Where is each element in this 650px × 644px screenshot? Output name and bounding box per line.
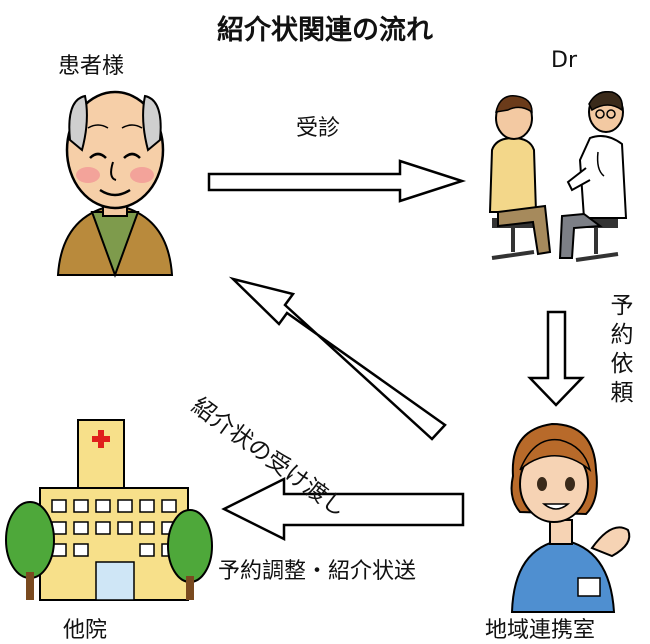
doctor-illustration: [488, 91, 628, 262]
edge-label-consultation: 受診: [296, 116, 341, 141]
node-label-patient: 患者様: [58, 54, 125, 79]
edge-label-scheduling: 予約調整・紹介状送: [218, 559, 417, 584]
arrow-letter-handover: [228, 276, 447, 441]
edge-label-appointment-request: 予約依頼: [610, 293, 634, 406]
diagram-title: 紹介状関連の流れ: [217, 15, 433, 46]
hospital-illustration: [5, 419, 213, 601]
arrow-consultation: [207, 159, 467, 203]
node-label-regional-office: 地域連携室: [485, 618, 596, 643]
node-label-doctor: Dr: [551, 48, 577, 73]
arrow-scheduling: [221, 476, 465, 542]
arrow-appointment-request: [527, 310, 585, 407]
patient-illustration: [56, 90, 174, 278]
node-label-other-hospital: 他院: [63, 618, 108, 643]
nurse-illustration: [510, 422, 631, 613]
